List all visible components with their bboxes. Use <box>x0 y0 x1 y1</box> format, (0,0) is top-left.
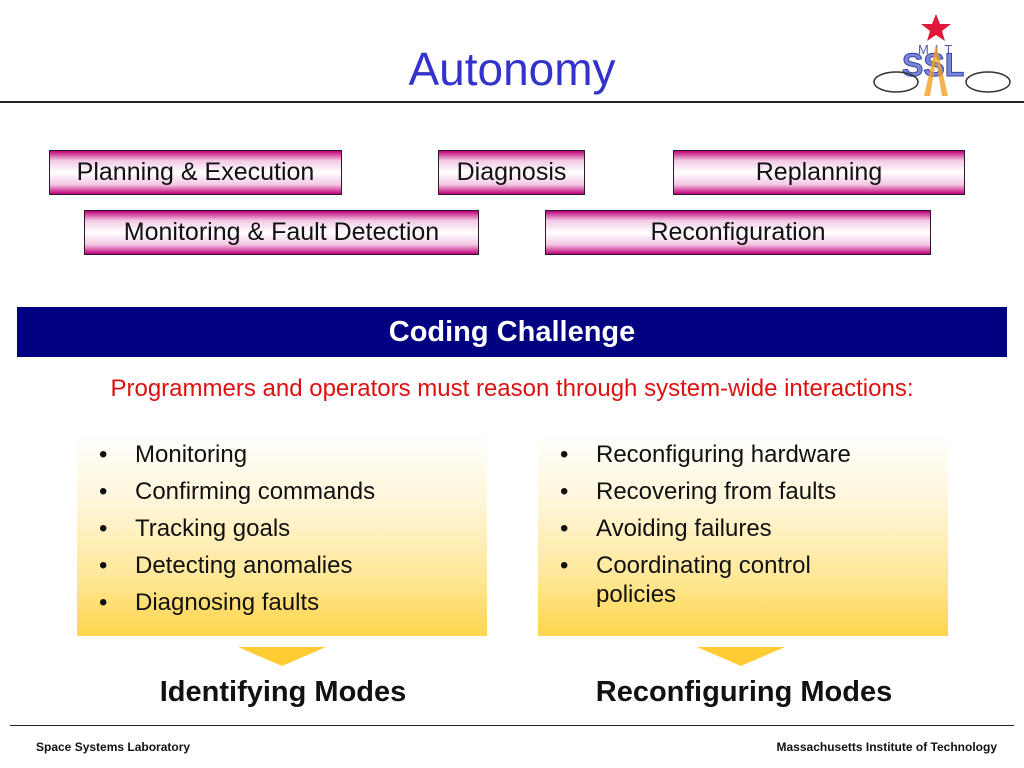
logo-star-icon <box>921 14 951 41</box>
left-bullet-list: • Monitoring • Confirming commands • Tracki… <box>99 440 487 617</box>
list-item: • Reconfiguring hardware <box>560 440 948 469</box>
list-item-text: Avoiding failures <box>596 515 772 542</box>
box-replanning-label: Replanning <box>755 158 883 186</box>
bullet-icon: • <box>99 515 108 542</box>
list-item-text: Detecting anomalies <box>135 552 353 579</box>
box-monitoring-label: Monitoring & Fault Detection <box>123 218 440 246</box>
box-diagnosis-label: Diagnosis <box>456 158 567 186</box>
list-item-text: Diagnosing faults <box>135 589 320 616</box>
list-item: • Diagnosing faults <box>99 588 487 617</box>
box-diagnosis: Diagnosis <box>438 150 585 195</box>
list-item: • Detecting anomalies <box>99 551 487 580</box>
list-item-text: Recovering from faults <box>596 478 837 505</box>
box-reconfiguration-label: Reconfiguration <box>650 218 826 246</box>
bullet-icon: • <box>99 552 108 579</box>
footer-divider <box>10 725 1014 726</box>
footer-right: Massachusetts Institute of Technology <box>776 740 997 754</box>
left-down-arrow-icon <box>238 647 326 666</box>
list-item: • Avoiding failures <box>560 514 948 543</box>
coding-challenge-banner: Coding Challenge <box>17 307 1007 357</box>
right-bullet-list: • Reconfiguring hardware • Recovering from… <box>560 440 948 609</box>
subtitle: Programmers and operators must reason th… <box>110 375 914 402</box>
reconfiguring-modes-label: Reconfiguring Modes <box>595 676 893 708</box>
footer-left: Space Systems Laboratory <box>36 740 191 754</box>
bullet-icon: • <box>99 441 108 468</box>
bullet-icon: • <box>560 478 569 505</box>
bullet-icon: • <box>560 552 569 579</box>
list-item: • Monitoring <box>99 440 487 469</box>
box-planning-execution: Planning & Execution <box>49 150 342 195</box>
list-item: • Tracking goals <box>99 514 487 543</box>
box-monitoring-fault-detection: Monitoring & Fault Detection <box>84 210 479 255</box>
list-item-text: Reconfiguring hardware <box>596 441 851 468</box>
box-reconfiguration: Reconfiguration <box>545 210 931 255</box>
slide-title: Autonomy <box>408 43 616 95</box>
bullet-icon: • <box>99 478 108 505</box>
left-bullet-panel: • Monitoring • Confirming commands • Tracki… <box>77 432 487 636</box>
bullet-icon: • <box>99 589 108 616</box>
banner-label: Coding Challenge <box>388 315 636 348</box>
list-item-text: Coordinating control policies <box>596 552 811 608</box>
identifying-modes-label: Identifying Modes <box>159 676 407 708</box>
mit-ssl-logo: MIT SSL <box>873 14 1011 96</box>
header-divider <box>0 101 1024 103</box>
list-item: • Confirming commands <box>99 477 487 506</box>
right-bullet-panel: • Reconfiguring hardware • Recovering from… <box>538 432 948 636</box>
list-item-text: Monitoring <box>135 441 248 468</box>
list-item-text: Confirming commands <box>135 478 376 505</box>
box-planning-label: Planning & Execution <box>76 158 315 186</box>
list-item-text: Tracking goals <box>135 515 291 542</box>
list-item: • Coordinating control policies <box>560 551 896 609</box>
list-item: • Recovering from faults <box>560 477 948 506</box>
box-replanning: Replanning <box>673 150 965 195</box>
bullet-icon: • <box>560 515 569 542</box>
bullet-icon: • <box>560 441 569 468</box>
right-down-arrow-icon <box>697 647 785 666</box>
